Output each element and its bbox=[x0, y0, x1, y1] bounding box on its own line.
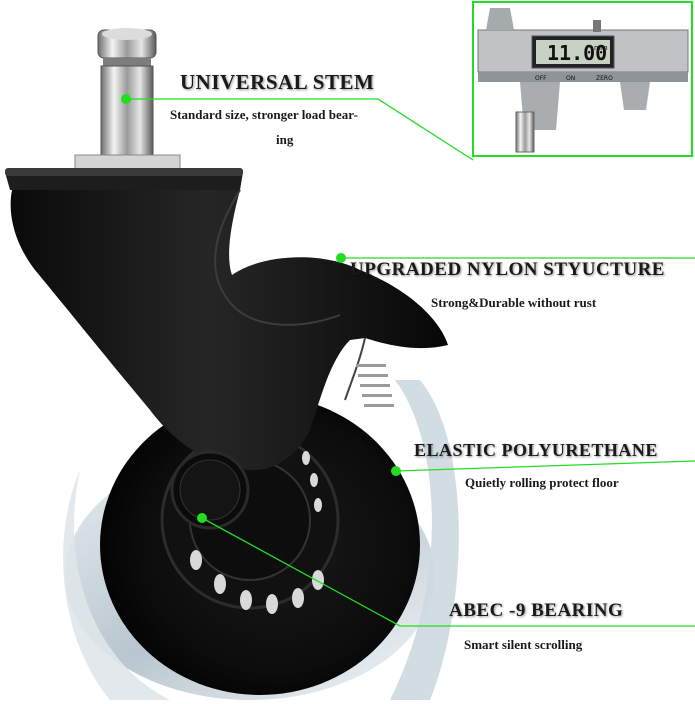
nylon-marker bbox=[336, 253, 346, 263]
elastic-marker bbox=[391, 466, 401, 476]
leader-dots bbox=[121, 94, 401, 523]
bearing-marker bbox=[197, 513, 207, 523]
bearing-leader-line bbox=[201, 517, 695, 627]
bearing-subtitle: Smart silent scrolling bbox=[464, 637, 583, 652]
fork-body bbox=[10, 189, 449, 530]
stem-marker bbox=[121, 94, 131, 104]
stem-title: UNIVERSAL STEM bbox=[180, 70, 375, 94]
elastic-title: ELASTIC POLYURETHANE bbox=[414, 440, 658, 460]
elastic-subtitle: Quietly rolling protect floor bbox=[465, 475, 619, 490]
stem-subtitle-line2: ing bbox=[276, 132, 294, 147]
caliper-units: mm bbox=[594, 44, 608, 52]
caliper-label-off: OFF bbox=[535, 75, 547, 82]
elastic-leader-line bbox=[395, 460, 695, 472]
nylon-subtitle: Strong&Durable without rust bbox=[431, 295, 597, 310]
caliper-label-zero: ZERO bbox=[596, 75, 613, 82]
wheel bbox=[63, 380, 459, 700]
bearing-title: ABEC -9 BEARING bbox=[449, 600, 624, 621]
caliper-inset bbox=[472, 1, 693, 157]
stem-to-inset-line bbox=[330, 98, 474, 161]
leader-lines bbox=[126, 98, 695, 627]
caliper-label-on: ON bbox=[566, 75, 575, 82]
top-plate bbox=[5, 168, 243, 190]
caliper-reading: 11.00 bbox=[547, 41, 607, 65]
nylon-title: UPGRADED NYLON STYUCTURE bbox=[350, 259, 665, 280]
stem bbox=[74, 28, 181, 170]
stem-subtitle-line1: Standard size, stronger load bear- bbox=[170, 107, 358, 122]
